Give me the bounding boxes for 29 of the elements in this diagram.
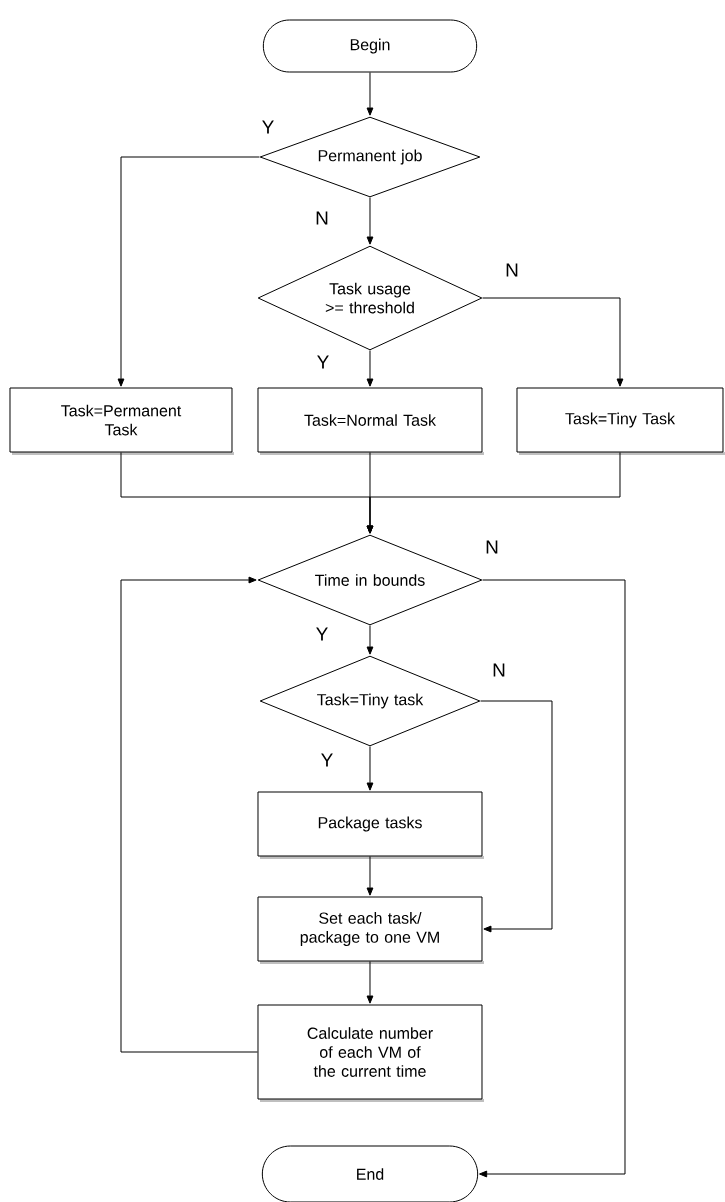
arrow — [117, 156, 260, 387]
arrow — [366, 197, 374, 245]
arrow — [120, 576, 258, 1053]
edge-label: N — [504, 262, 520, 278]
arrow — [479, 579, 626, 1178]
terminal: End — [261, 1145, 479, 1202]
arrow — [366, 452, 621, 534]
arrow — [482, 297, 624, 387]
process-box: Task=Tiny Task — [516, 387, 725, 455]
edge-label: N — [491, 662, 507, 678]
process-box: Package tasks — [257, 791, 484, 859]
edge-label: Y — [260, 119, 276, 135]
arrow — [366, 72, 374, 116]
edge-label: Y — [314, 626, 330, 642]
terminal: Begin — [262, 19, 478, 73]
arrow — [366, 961, 374, 1004]
arrow — [366, 350, 374, 387]
arrow — [480, 700, 553, 933]
edge-label: Y — [315, 354, 331, 370]
process-box: Task=Permanent Task — [9, 387, 234, 455]
edge-label: Y — [319, 752, 335, 768]
edge-label: N — [484, 539, 500, 555]
arrow — [366, 856, 374, 896]
edge-label: N — [314, 210, 330, 226]
process-box: Set each task/ package to one VM — [257, 896, 484, 964]
arrow — [366, 746, 374, 791]
arrow — [366, 625, 374, 655]
process-box: Task=Normal Task — [257, 387, 484, 455]
process-box: Calculate number of each VM of the current time — [257, 1004, 484, 1102]
